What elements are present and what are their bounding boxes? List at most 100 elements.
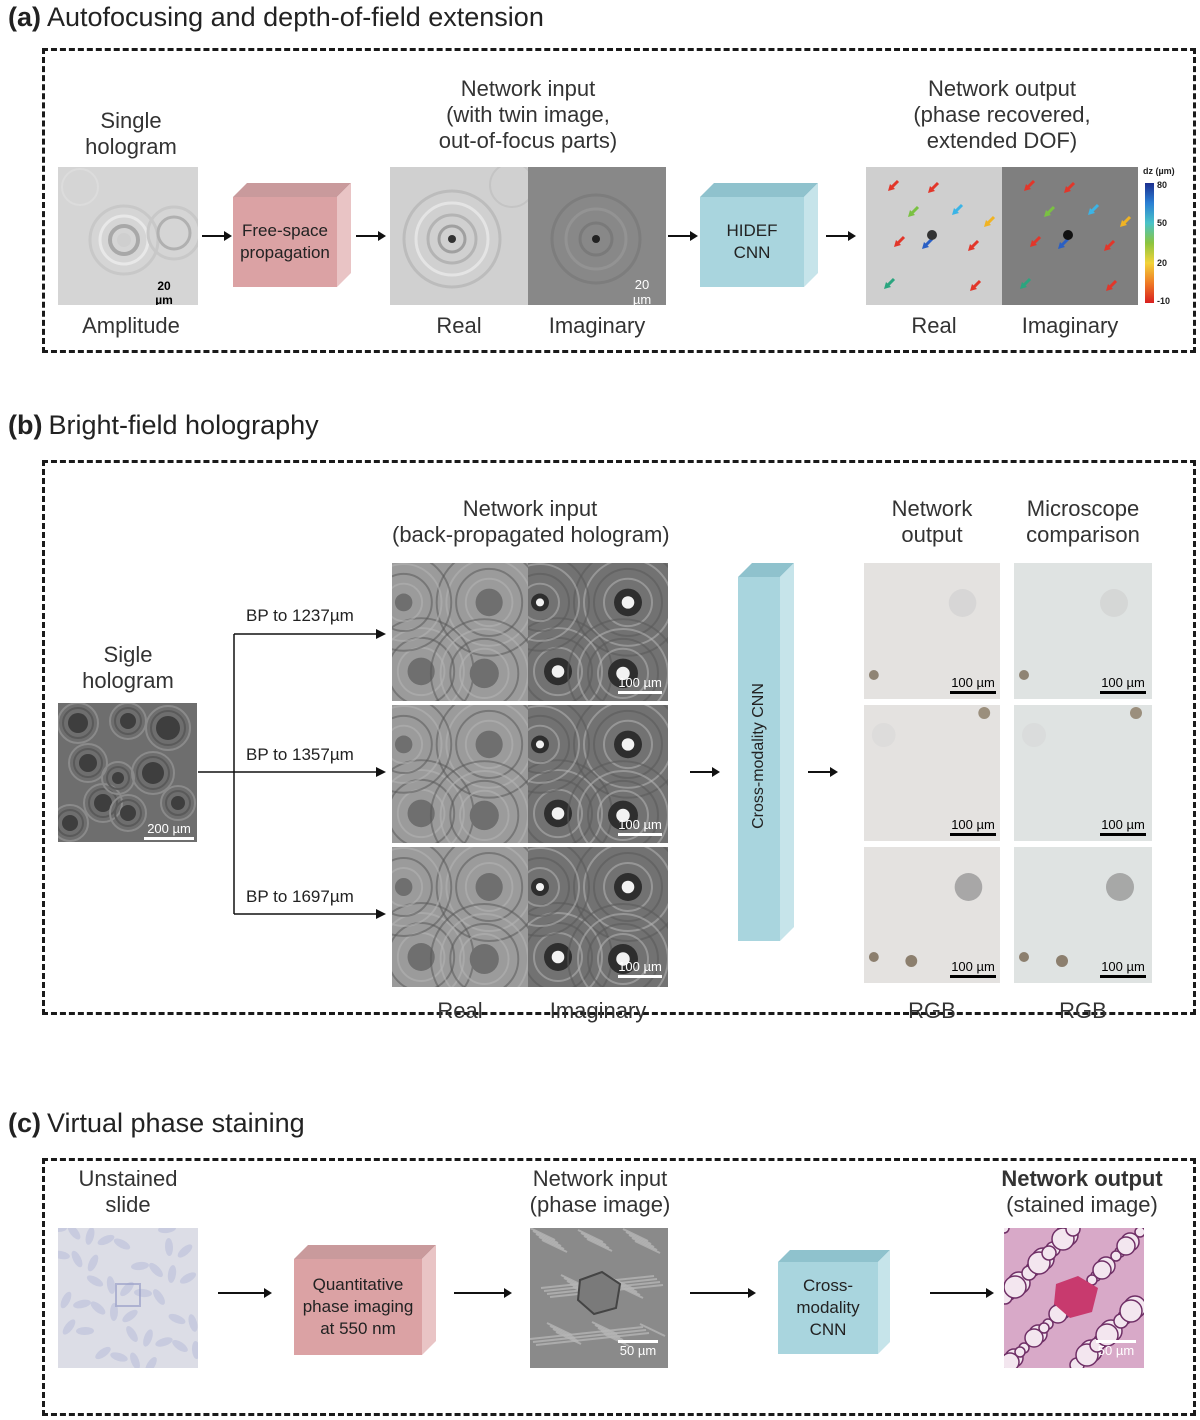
colorbar-tick-20: 20 — [1157, 258, 1168, 268]
dz-arrow-marker — [1120, 215, 1132, 227]
colorbar-tick-50: 50 — [1157, 218, 1168, 228]
section-c-title-text: Virtual phase staining — [47, 1108, 305, 1138]
b-input-scale-bar-2: 100 µm — [618, 817, 662, 836]
b-output-rgb-label: RGB — [908, 998, 956, 1023]
section-c-title: (c)Virtual phase staining — [8, 1108, 305, 1139]
b-microscope-rgb-image-2: 100 µm — [1014, 705, 1152, 841]
b-network-output-scale-bar-2: 100 µm — [950, 817, 996, 836]
b-network-input-label: Network input(back-propagated hologram) — [392, 496, 670, 547]
c-stained-image: 50 µm — [1004, 1228, 1144, 1368]
dz-arrow-marker — [970, 279, 982, 291]
b-network-output-scale-bar-3: 100 µm — [950, 959, 996, 978]
b-scale-bar-200: 200 µm — [144, 821, 194, 840]
a-arrow-2 — [356, 231, 386, 241]
a-arrow-3 — [668, 231, 698, 241]
a-amplitude-label: Amplitude — [82, 313, 180, 338]
b-microscope-scale-bar-1: 100 µm — [1100, 675, 1146, 694]
b-network-output-rgb-image-2: 100 µm — [864, 705, 1000, 841]
b-input-real-image-1 — [392, 563, 528, 701]
b-network-output-rgb-image-1: 100 µm — [864, 563, 1000, 699]
b-network-output-rgb-image-3: 100 µm — [864, 847, 1000, 983]
a-output-real-image — [866, 167, 1002, 305]
dz-arrow-marker — [884, 277, 896, 289]
c-stained-scale-bar: 50 µm — [1096, 1340, 1136, 1358]
dz-arrow-marker — [1088, 203, 1100, 215]
b-branch-arrows — [198, 629, 386, 919]
b-input-imag-label: Imaginary — [549, 998, 647, 1023]
b-microscope-rgb-image-1: 100 µm — [1014, 563, 1152, 699]
c-arrow-3 — [690, 1288, 756, 1298]
b-input-real-label: Real — [437, 998, 483, 1023]
dz-arrow-marker — [1044, 205, 1056, 217]
section-b-title: (b)Bright-field holography — [8, 410, 319, 441]
b-input-real-image-3 — [392, 847, 528, 987]
c-arrow-2 — [454, 1288, 512, 1298]
section-a-tag: (a) — [8, 2, 41, 32]
dz-arrow-marker — [928, 181, 940, 193]
b-input-imag-image-1: 100 µm — [528, 563, 668, 701]
b-input-imag-image-3: 100 µm — [528, 847, 668, 987]
colorbar-title: dz (µm) — [1143, 166, 1175, 176]
colorbar-tick-neg10: -10 — [1157, 296, 1171, 306]
dz-arrow-marker — [894, 235, 906, 247]
dz-arrow-marker — [952, 203, 964, 215]
section-c-tag: (c) — [8, 1108, 41, 1138]
c-arrow-4 — [930, 1288, 994, 1298]
dz-arrow-marker — [1064, 181, 1076, 193]
colorbar-tick-80: 80 — [1157, 180, 1168, 190]
section-a-frame — [42, 48, 1196, 353]
a-output-imag-label: Imaginary — [1021, 313, 1119, 338]
section-c-frame — [42, 1158, 1196, 1416]
section-b-title-text: Bright-field holography — [48, 410, 319, 440]
dz-arrow-marker — [1024, 179, 1036, 191]
a-network-input-label: Network input(with twin image,out-of-foc… — [438, 76, 618, 153]
a-input-scale-bar: 20 µm — [626, 277, 658, 305]
b-microscope-rgb-image-3: 100 µm — [1014, 847, 1152, 983]
b-microscope-scale-bar-2: 100 µm — [1100, 817, 1146, 836]
bp-label-1237: BP to 1237µm — [246, 606, 354, 625]
dz-arrow-marker — [1030, 235, 1042, 247]
b-arrow-out — [808, 767, 838, 777]
a-input-imag-label: Imaginary — [548, 313, 646, 338]
b-hologram-image: 200 µm — [58, 703, 197, 842]
c-network-input-label: Network input(phase image) — [529, 1166, 671, 1217]
bp-label-1357: BP to 1357µm — [246, 745, 354, 764]
b-input-scale-bar-3: 100 µm — [618, 959, 662, 978]
a-colorbar: dz (µm) 80 50 20 -10 — [1141, 166, 1191, 318]
dz-arrow-marker — [968, 239, 980, 251]
b-network-output-scale-bar-1: 100 µm — [950, 675, 996, 694]
b-micro-rgb-label: RGB — [1059, 998, 1107, 1023]
b-microscope-scale-bar-3: 100 µm — [1100, 959, 1146, 978]
dz-arrow-marker — [984, 215, 996, 227]
c-phase-image: 50 µm — [530, 1228, 668, 1368]
section-a-title: (a)Autofocusing and depth-of-field exten… — [8, 2, 544, 33]
a-input-imag-image: 20 µm — [528, 167, 666, 305]
a-arrow-4 — [826, 231, 856, 241]
a-output-real-label: Real — [911, 313, 957, 338]
dz-arrow-marker — [1106, 279, 1118, 291]
c-phase-scale-bar: 50 µm — [618, 1340, 658, 1358]
section-a-title-text: Autofocusing and depth-of-field extensio… — [47, 2, 544, 32]
dz-arrow-marker — [908, 205, 920, 217]
a-arrow-1 — [202, 231, 232, 241]
a-input-real-image — [390, 167, 528, 305]
dz-arrow-marker — [1020, 277, 1032, 289]
b-cnn-label: Cross-modality CNN — [750, 683, 767, 829]
b-input-real-image-2 — [392, 705, 528, 843]
dz-arrow-marker — [1104, 239, 1116, 251]
section-b-frame — [42, 460, 1196, 1015]
a-network-output-label: Network output(phase recovered,extended … — [913, 76, 1091, 153]
section-b-tag: (b) — [8, 410, 43, 440]
c-network-output-label: Network output(stained image) — [1001, 1166, 1163, 1217]
